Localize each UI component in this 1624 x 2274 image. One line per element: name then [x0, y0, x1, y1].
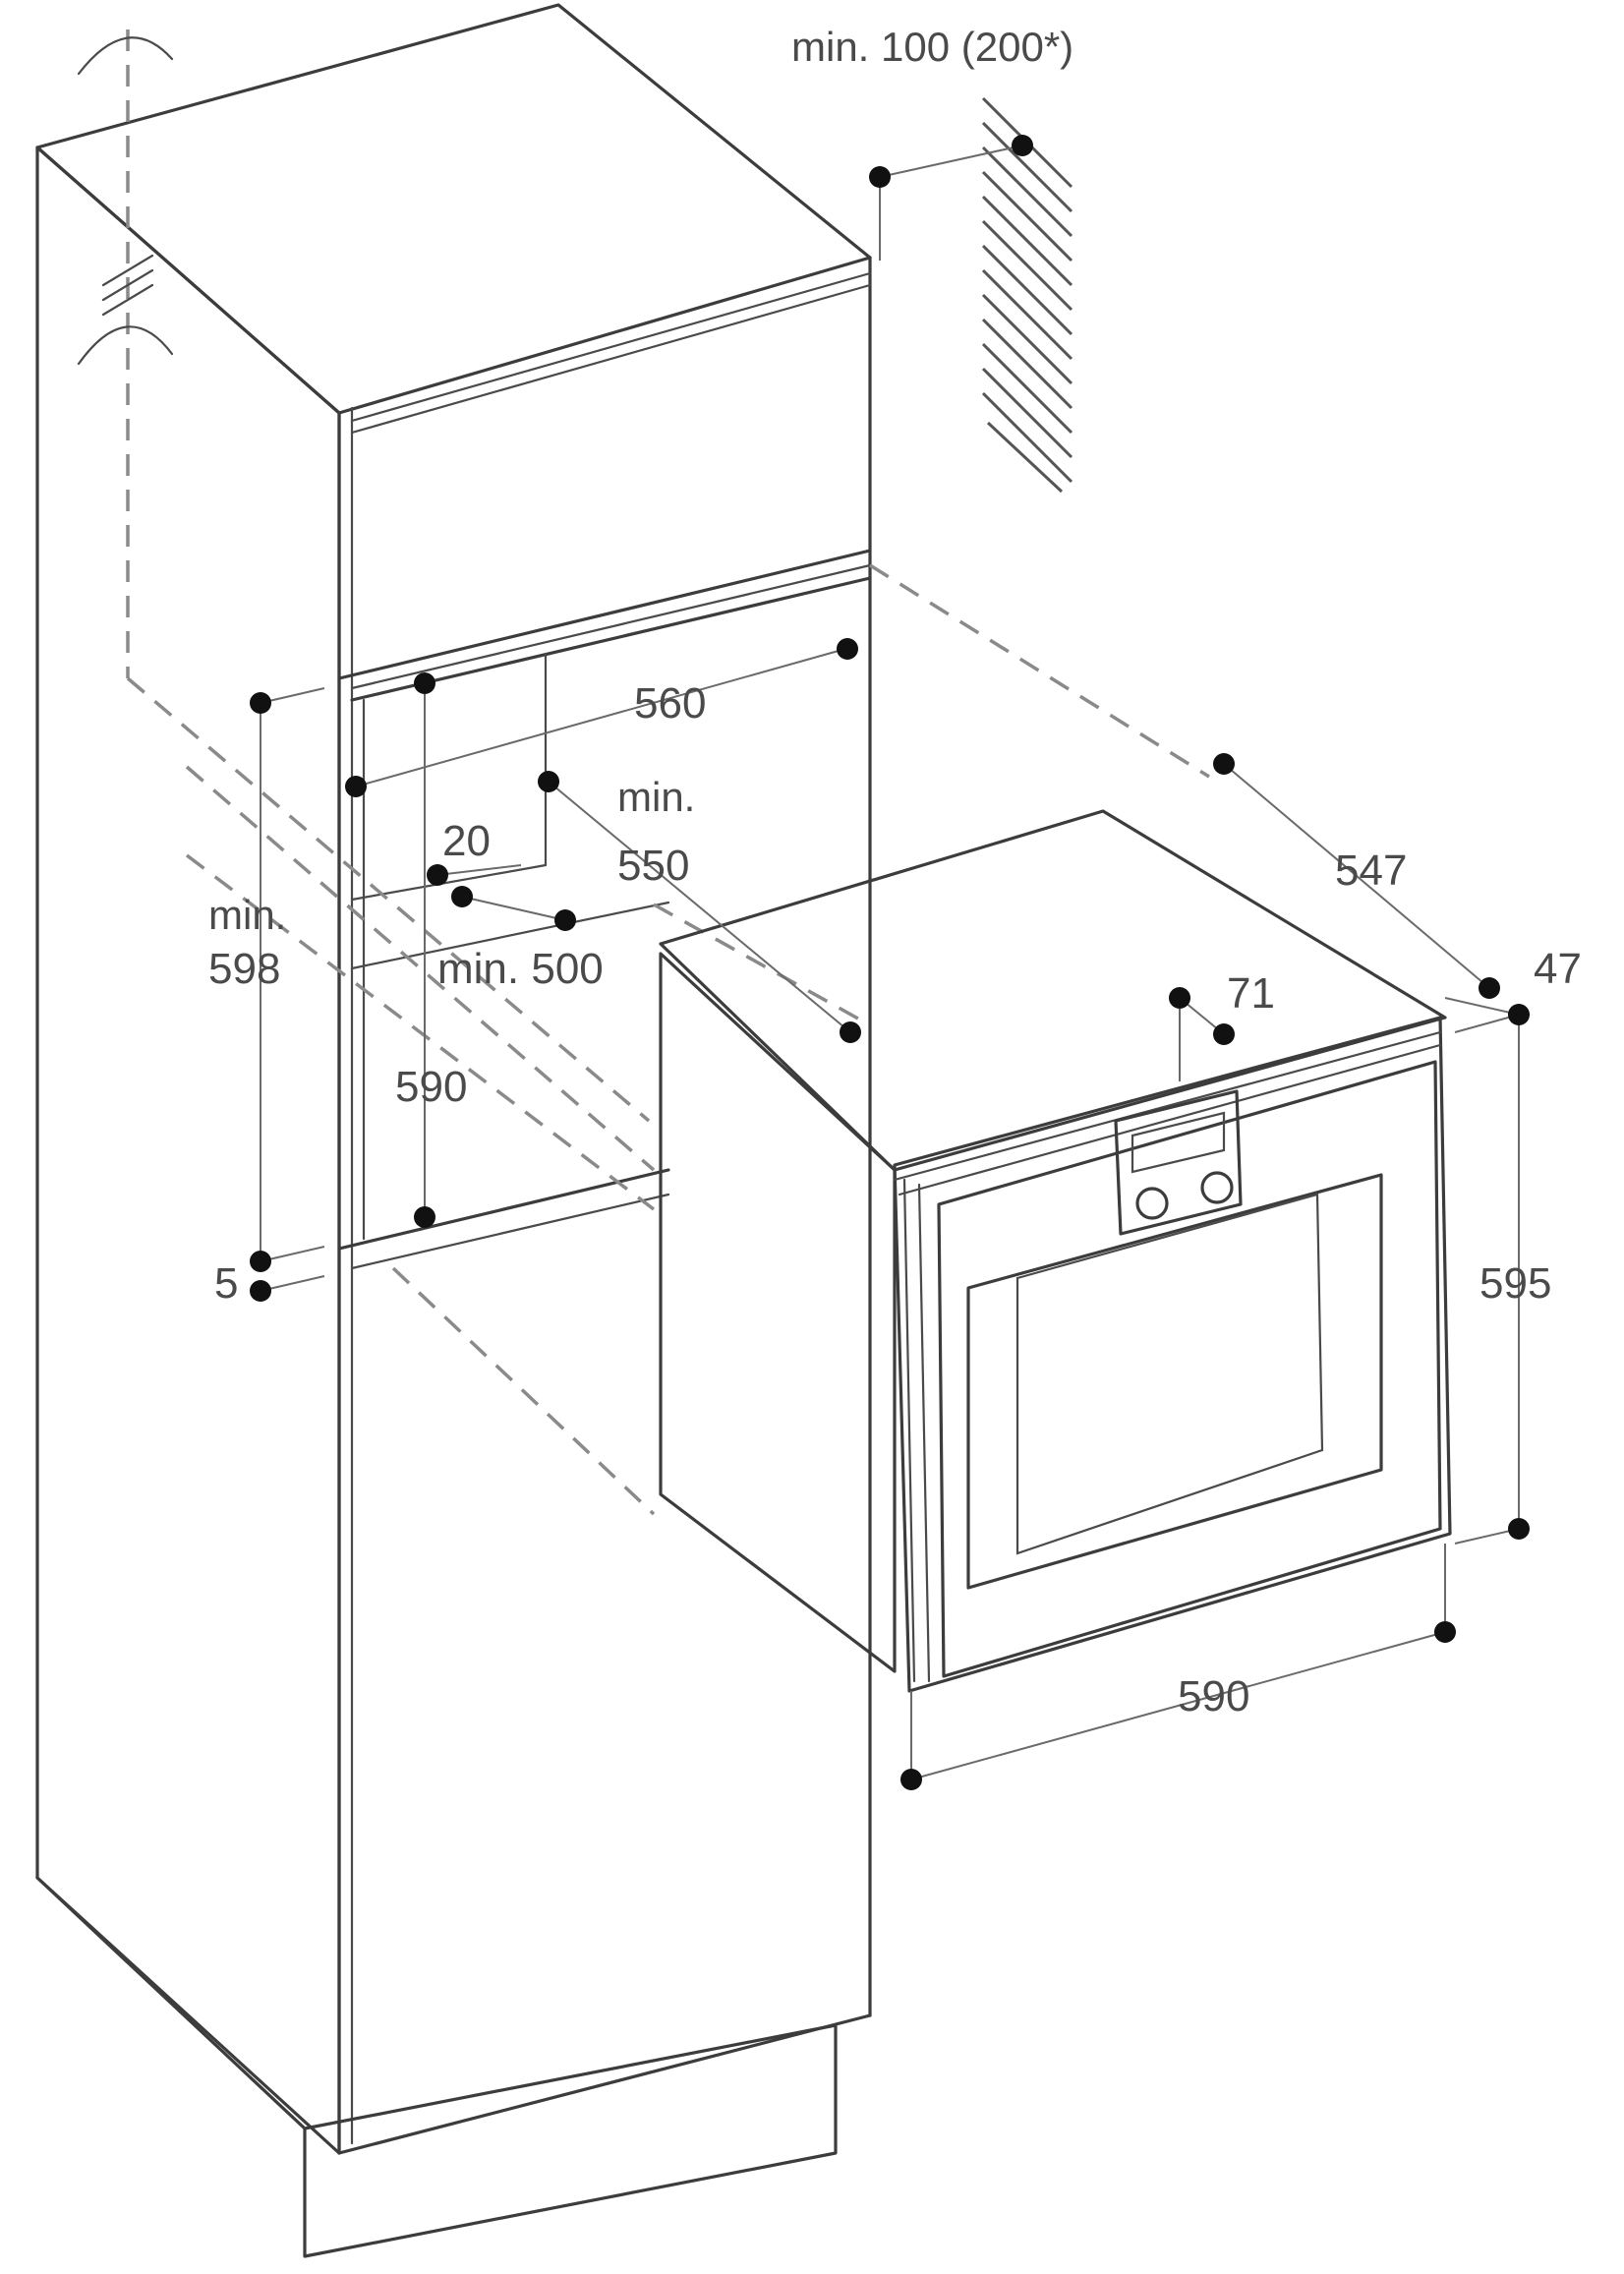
- cabinet-plinth: [303, 2023, 838, 2258]
- niche-back-top: [350, 576, 872, 702]
- cabinet-top-face: [35, 3, 872, 415]
- wall-hatching: [981, 96, 1073, 494]
- label-niche-height: 598: [208, 945, 280, 993]
- oven-window-inner: [1015, 1193, 1324, 1555]
- dashed-guides: [126, 29, 1210, 1516]
- oven-window: [966, 1173, 1383, 1590]
- label-niche-height-min: min.: [208, 892, 286, 938]
- airflow-symbols: [77, 36, 174, 366]
- control-display: [1131, 1111, 1226, 1174]
- built-in-oven: [659, 809, 1452, 1693]
- control-knob-left-icon: [1135, 1187, 1169, 1220]
- label-oven-width: 590: [1178, 1672, 1249, 1720]
- oven-front-frame: [893, 1016, 1452, 1693]
- dimension-lines: [260, 145, 1520, 1780]
- cabinet-bottom-line: [337, 2013, 872, 2155]
- niche-bottom-back: [350, 1193, 670, 1270]
- niche-shelf-line-2: [350, 901, 670, 970]
- cabinet-left-bottom: [35, 1876, 307, 2130]
- control-knob-right-icon: [1200, 1171, 1234, 1204]
- cabinet-side-face: [35, 146, 341, 2155]
- label-panel-71: 71: [1227, 969, 1275, 1018]
- upper-door-top-rule-2: [350, 283, 872, 435]
- upper-door-top-rule: [350, 271, 872, 423]
- tall-cabinet: [35, 3, 872, 2258]
- dimension-points: [250, 135, 1530, 1790]
- label-gap-20: 20: [442, 817, 491, 865]
- control-panel: [1114, 1089, 1243, 1236]
- label-niche-min-500: min. 500: [437, 945, 604, 993]
- oven-top-face: [659, 809, 1447, 1172]
- label-niche-height-590: 590: [395, 1063, 467, 1111]
- dimension-labels: min. 100 (200*) 560 min. 550 20 min. 500…: [208, 24, 1582, 1720]
- niche-top-edge: [350, 563, 872, 690]
- oven-side-face: [659, 952, 897, 1673]
- label-panel-depth: 47: [1534, 945, 1582, 993]
- label-gap-5: 5: [214, 1259, 238, 1308]
- label-oven-depth: 547: [1335, 846, 1407, 895]
- upper-door-bottom: [337, 549, 872, 680]
- niche-bottom-front: [337, 1168, 670, 1251]
- oven-door: [937, 1060, 1442, 1678]
- label-niche-depth-min: min.: [617, 774, 695, 820]
- label-niche-depth: 550: [617, 842, 689, 890]
- label-niche-width: 560: [634, 679, 706, 728]
- label-vent-clearance: min. 100 (200*): [791, 24, 1073, 70]
- label-oven-height: 595: [1479, 1259, 1551, 1308]
